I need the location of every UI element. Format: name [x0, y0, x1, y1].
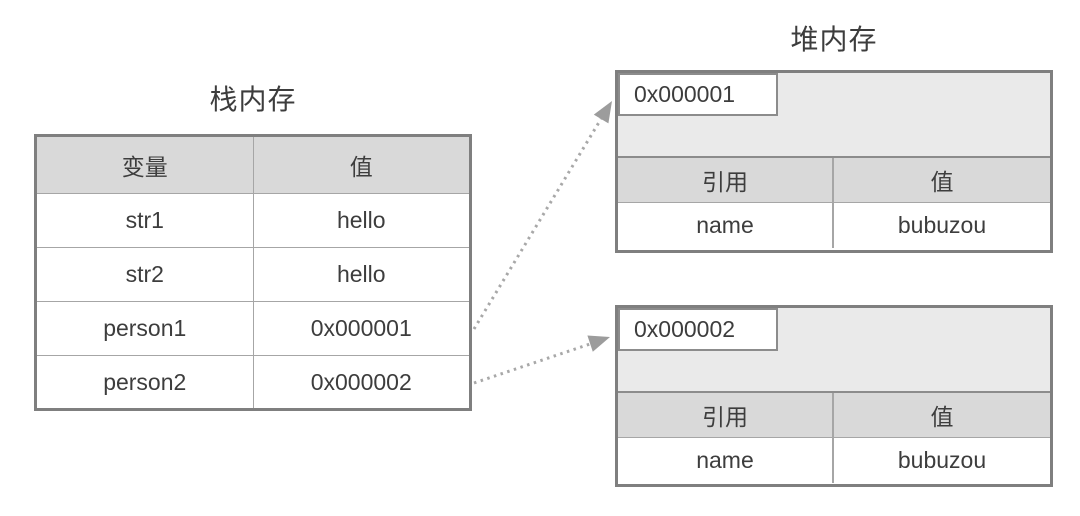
heap-object-1-address-tag: 0x000001 — [618, 73, 778, 116]
table-row-person1: person1 0x000001 — [35, 301, 471, 356]
heap-cell-reference: name — [618, 203, 834, 248]
arrow-person1-to-object1-icon — [472, 101, 612, 330]
stack-cell-variable: str2 — [35, 247, 254, 302]
stack-cell-value: 0x000002 — [252, 355, 471, 410]
stack-col-header-value: 值 — [252, 135, 471, 194]
heap-object-2-header-row: 引用 值 — [618, 393, 1050, 438]
heap-memory-title: 堆内存 — [790, 24, 878, 55]
stack-cell-variable: person2 — [35, 355, 254, 410]
heap-object-2-data-row: name bubuzou — [618, 438, 1050, 483]
arrow-person2-to-object2-icon — [473, 335, 610, 385]
table-row-str1: str1 hello — [35, 193, 471, 248]
heap-cell-value: bubuzou — [897, 212, 987, 238]
stack-cell-variable: person1 — [35, 301, 254, 356]
heap-object-1-data-row: name bubuzou — [618, 203, 1050, 248]
heap-cell-value: bubuzou — [897, 447, 987, 473]
stack-memory-title: 栈内存 — [209, 84, 297, 115]
stack-col-header-variable: 变量 — [35, 135, 254, 194]
heap-object-1-address-section: 0x000001 — [618, 73, 1050, 158]
heap-object-1: 0x000001 引用 值 name bubuzou — [615, 70, 1053, 253]
heap-col-header-reference: 引用 — [618, 393, 834, 437]
heap-object-2: 0x000002 引用 值 name bubuzou — [615, 305, 1053, 487]
heap-col-header-value: 值 — [930, 404, 954, 430]
table-row-person2: person2 0x000002 — [35, 355, 471, 410]
heap-object-1-header-row: 引用 值 — [618, 158, 1050, 203]
table-row-str2: str2 hello — [35, 247, 471, 302]
stack-cell-value: 0x000001 — [252, 301, 471, 356]
stack-cell-value: hello — [252, 193, 471, 248]
stack-header-row: 变量 值 — [35, 135, 471, 194]
heap-cell-reference: name — [618, 438, 834, 483]
stack-cell-variable: str1 — [35, 193, 254, 248]
stack-memory-table: 变量 值 str1 hello str2 hello person1 0x000… — [34, 134, 472, 411]
heap-object-2-address-tag: 0x000002 — [618, 308, 778, 351]
heap-col-header-value: 值 — [930, 169, 954, 195]
heap-object-2-address-section: 0x000002 — [618, 308, 1050, 393]
stack-cell-value: hello — [252, 247, 471, 302]
heap-col-header-reference: 引用 — [618, 158, 834, 202]
